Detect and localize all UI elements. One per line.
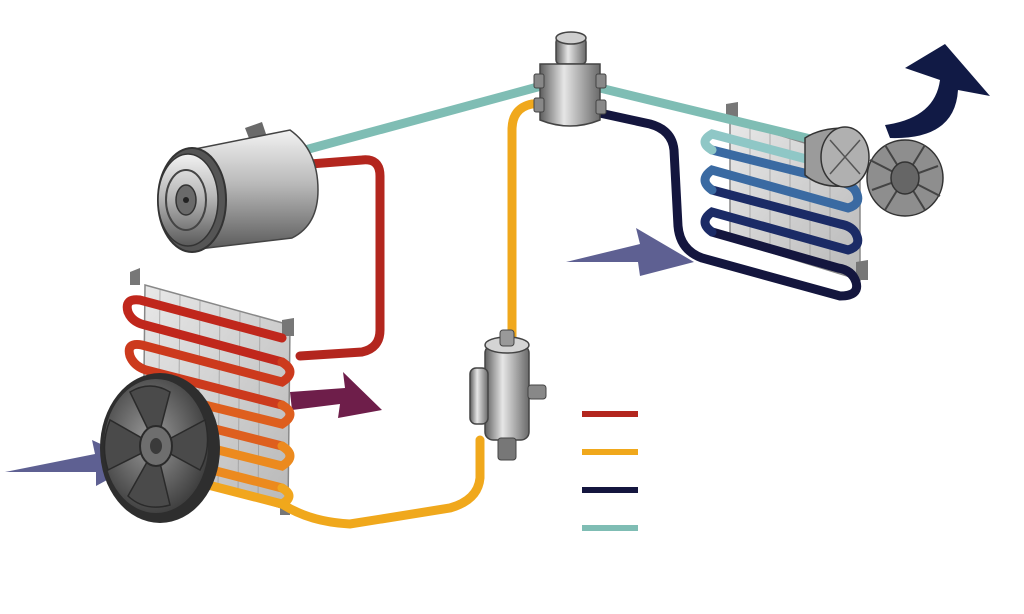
low-pressure-gas-line xyxy=(300,80,550,155)
airflow-arrow-icon xyxy=(566,228,694,276)
blower-fan-icon xyxy=(804,126,944,217)
condenser-fan-icon xyxy=(100,373,220,523)
expansion-valve-icon xyxy=(533,31,607,127)
high-pressure-liquid-line xyxy=(507,99,553,345)
high-pressure-gas-line xyxy=(295,155,385,361)
airflow-arrow-icon xyxy=(290,372,382,418)
receiver-drier-icon xyxy=(469,329,547,461)
high-pressure-liquid-line xyxy=(277,435,485,529)
airflow-arrow-icon xyxy=(885,44,990,139)
legend xyxy=(582,411,638,531)
compressor-icon xyxy=(157,122,319,253)
low-pressure-liquid-line xyxy=(590,107,862,301)
